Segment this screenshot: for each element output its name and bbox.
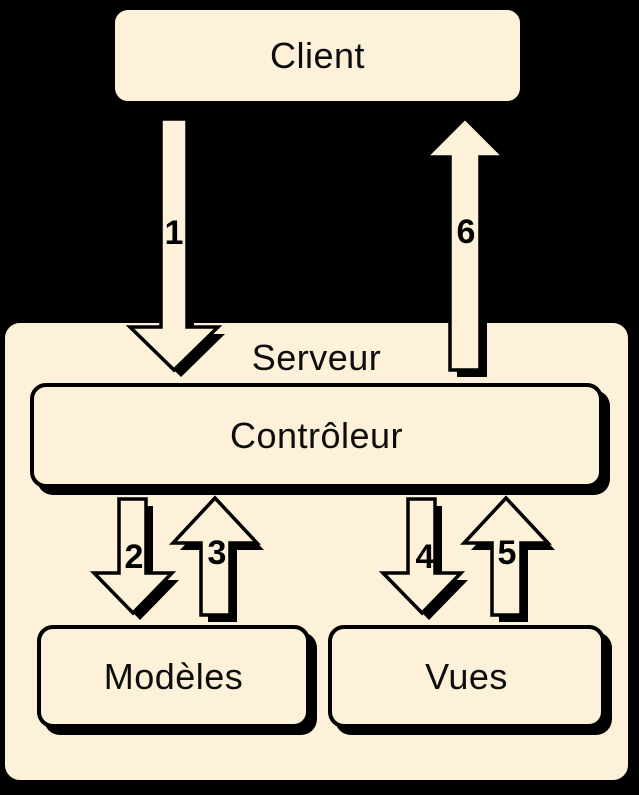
node-views-label: Vues [425, 655, 508, 697]
arrow-1-client-to-controller-icon [125, 117, 225, 377]
arrow-4-controller-to-views-icon [378, 497, 468, 620]
node-controller-label: Contrôleur [229, 414, 404, 456]
arrow-4-step-number: 4 [415, 538, 435, 576]
arrow-3-models-to-controller-icon [168, 495, 264, 622]
arrow-2-controller-to-models-icon [89, 497, 179, 620]
arrow-5-views-to-controller-icon [459, 495, 555, 622]
node-models: Modèles [37, 625, 310, 728]
arrow-6-step-number: 6 [456, 213, 476, 251]
node-controller: Contrôleur [30, 383, 603, 488]
arrow-2-step-number: 2 [124, 538, 144, 576]
arrow-5-step-number: 5 [497, 534, 517, 572]
node-views: Vues [328, 625, 605, 728]
arrow-1-step-number: 1 [164, 214, 184, 252]
node-server-label: Serveur [251, 337, 382, 378]
arrow-3-step-number: 3 [207, 534, 227, 572]
node-client-label: Client [269, 34, 366, 76]
arrow-6-controller-to-client-icon [421, 115, 511, 377]
node-models-label: Modèles [103, 655, 244, 697]
node-client: Client [112, 7, 523, 104]
